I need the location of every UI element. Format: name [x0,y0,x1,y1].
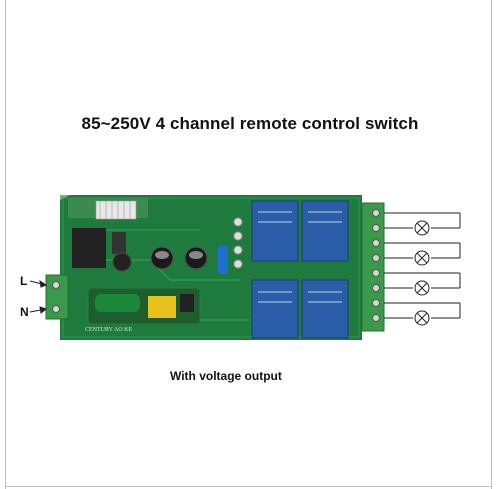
product-title: 85~250V 4 channel remote control switch [81,114,419,133]
input-wires [29,279,48,314]
ic-chip [72,228,106,268]
frame-left-border [5,0,6,489]
output-wiring [384,212,461,319]
board-silkscreen: CENTURY AO KE [85,327,132,333]
neutral-wire-label: N [20,305,29,319]
input-terminal-block [45,274,69,320]
rf-module [68,198,148,220]
lamp-icon-1 [414,220,430,236]
led-indicators [233,217,243,269]
frame-right-border [491,0,492,489]
frame-bottom-border [5,486,492,487]
live-wire-label: L [20,274,28,288]
power-module [87,287,201,325]
lamp-icon-2 [414,250,430,266]
relay-block [251,200,349,339]
lamp-icon-3 [414,280,430,296]
capacitors [112,246,228,274]
lamp-icon-4 [414,310,430,326]
caption-voltage-output: With voltage output [170,369,282,383]
output-terminal-block [361,202,385,332]
lamp-icons [414,220,430,326]
